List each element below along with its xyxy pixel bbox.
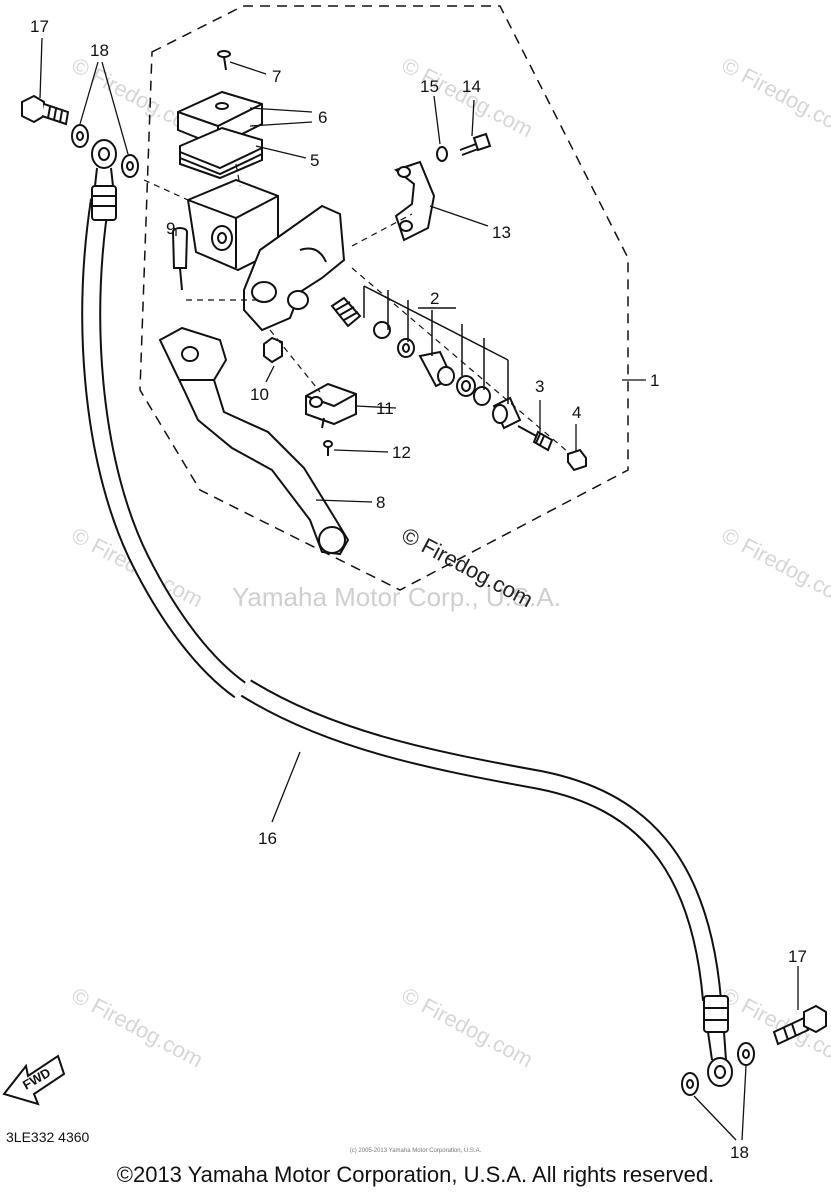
push-rod-3 (517, 425, 554, 452)
callout-14: 14 (462, 77, 481, 96)
callout-2: 2 (430, 289, 439, 308)
washer-15 (436, 146, 448, 162)
callout-11: 11 (376, 399, 394, 418)
screw-7 (217, 50, 231, 71)
callout-6: 6 (318, 108, 327, 127)
handlebar-clamp-13 (393, 160, 436, 242)
reservoir-cap-6 (177, 90, 263, 148)
callout-4: 4 (572, 403, 581, 422)
union-bolt-lower (772, 1004, 827, 1046)
callout-5: 5 (310, 151, 319, 170)
piston-kit-2 (330, 296, 522, 430)
assembly-boundary (139, 5, 629, 591)
callout-9: 9 (166, 219, 175, 238)
watermark-layer: © Firedog.com © Firedog.com © Firedog.co… (68, 52, 831, 1072)
nut-10 (263, 336, 283, 364)
watermark-firedog: © Firedog.com (398, 52, 537, 142)
upper-hose-fitting (91, 139, 117, 221)
brake-lever-8 (158, 326, 350, 556)
callout-10: 10 (250, 385, 269, 404)
callout-8: 8 (376, 493, 385, 512)
brake-hose-lower (240, 679, 722, 1001)
callout-18-upper: 18 (90, 41, 109, 60)
bolt-14 (459, 132, 492, 156)
callout-13: 13 (492, 223, 511, 242)
callout-16: 16 (258, 829, 277, 848)
callout-3: 3 (535, 377, 544, 396)
fine-print: (c) 2005-2013 Yamaha Motor Corporation, … (349, 1148, 482, 1154)
screw-12 (323, 440, 333, 456)
callout-17-lower: 17 (788, 947, 807, 966)
callout-7: 7 (272, 67, 281, 86)
watermark-firedog: © Firedog.com (398, 982, 537, 1072)
callout-12: 12 (392, 443, 411, 462)
lower-hose-fitting (703, 995, 733, 1087)
callout-labels: 1 2 3 4 5 6 7 8 9 10 11 12 13 14 15 16 1… (30, 17, 807, 1162)
nut-4 (567, 448, 587, 472)
brake-hose-upper (81, 198, 246, 699)
washers-lower (681, 1042, 755, 1096)
watermark-firedog: © Firedog.com (718, 522, 831, 612)
assembly-guides (143, 163, 569, 453)
callout-17-upper: 17 (30, 17, 49, 36)
washers-upper (71, 124, 139, 178)
copyright-notice: ©2013 Yamaha Motor Corporation, U.S.A. A… (116, 1162, 715, 1187)
watermark-firedog: © Firedog.com (718, 52, 831, 142)
watermark-yamaha: Yamaha Motor Corp., U.S.A. (232, 582, 561, 612)
diagram-code: 3LE332 4360 (6, 1129, 90, 1145)
watermark-firedog: © Firedog.com (68, 982, 207, 1072)
callout-1: 1 (650, 371, 659, 390)
leader-lines (39, 37, 799, 1141)
diaphragm-5 (179, 126, 263, 180)
fwd-arrow-icon (2, 1054, 66, 1106)
fwd-arrow: FWD (2, 1054, 66, 1106)
brake-switch-11 (305, 382, 357, 429)
master-cylinder-body (186, 178, 346, 332)
callout-18-lower: 18 (730, 1143, 749, 1162)
union-bolt-upper (21, 94, 70, 126)
callout-15: 15 (420, 77, 439, 96)
